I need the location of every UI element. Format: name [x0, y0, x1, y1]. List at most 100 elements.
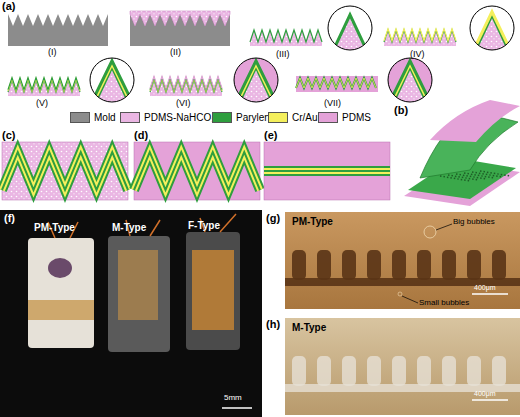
zoom-outline [328, 6, 372, 50]
legend-swatch [70, 112, 90, 123]
zoom-layer [76, 67, 149, 112]
leader-line [436, 224, 452, 230]
electrode-band [134, 152, 260, 190]
zoom-layer [372, 64, 449, 112]
pillar [417, 356, 431, 386]
scale-bar [472, 399, 508, 401]
wavy-layer [296, 78, 376, 88]
legend-swatch [268, 112, 288, 123]
pillar [492, 250, 506, 280]
pillar [442, 250, 456, 280]
panel-label: (VI) [176, 99, 191, 109]
electrode-band [264, 168, 390, 174]
coating-layer [8, 78, 80, 90]
panel-label: PM-Type [34, 222, 75, 233]
legend-swatch [120, 112, 140, 123]
pyramid-strip [250, 30, 322, 46]
pillar [467, 356, 481, 386]
zoom-outline [90, 58, 134, 102]
pyramid-core [334, 15, 367, 50]
pyramid-dots [480, 171, 510, 176]
leader-line [402, 296, 418, 303]
panel-label: (g) [266, 212, 280, 224]
zoom-outline [388, 58, 432, 102]
panel-label: (I) [48, 48, 57, 58]
legend-item: PDMS-NaHCO₃ [120, 112, 215, 123]
electrode-band [134, 152, 260, 190]
photo-f [0, 210, 262, 417]
legend-text: PDMS [342, 112, 371, 123]
section-body [264, 142, 390, 200]
legend-text: Cr/Au [292, 112, 318, 123]
pillar [292, 356, 306, 386]
sheet-top [430, 100, 520, 142]
legend-item: PDMS [318, 112, 371, 123]
electrode-band [264, 166, 390, 176]
electrode-band [134, 152, 260, 190]
zoom-content [370, 61, 450, 112]
panel-label: (III) [276, 50, 290, 60]
micro-photo [285, 212, 520, 309]
zoom-layer [216, 61, 296, 112]
zoom-content [72, 61, 152, 112]
panel-label: 400μm [474, 390, 496, 398]
zoom-layer [74, 64, 151, 112]
legend-item: Mold [70, 112, 116, 123]
panel-label: (V) [36, 99, 48, 109]
panel-label: (d) [134, 129, 148, 141]
zoom-content [314, 15, 387, 60]
electrode-band [2, 152, 128, 190]
pillar [342, 356, 356, 386]
pillar [417, 250, 431, 280]
coating-layer [384, 29, 456, 41]
zoom-layer [72, 61, 152, 112]
pillar [292, 250, 306, 280]
mold-block [8, 14, 108, 46]
wavy-layer [296, 78, 376, 88]
device-spot [48, 258, 72, 278]
panel-label: (c) [2, 129, 15, 141]
section-body [2, 142, 128, 200]
legend-swatch [318, 112, 338, 123]
scale-bar [472, 293, 508, 295]
f-film [192, 250, 234, 330]
zoom-content [216, 61, 296, 112]
legend-item: Parylene [212, 112, 275, 123]
pillar [492, 356, 506, 386]
pillar [442, 356, 456, 386]
pm-device [28, 238, 94, 348]
pillar [467, 250, 481, 280]
bubble [424, 226, 436, 238]
panel-label: (b) [394, 104, 408, 116]
zoom-content [454, 12, 520, 60]
zoom-outline [234, 58, 278, 102]
wire [48, 214, 236, 238]
panel-label: (a) [2, 0, 15, 12]
zoom-layer [218, 64, 295, 112]
zoom-layer [220, 67, 293, 112]
f-device [186, 232, 240, 350]
pillar [317, 356, 331, 386]
bubble [398, 292, 402, 296]
tape [28, 300, 94, 320]
electrode-band [2, 152, 128, 190]
pillar [392, 356, 406, 386]
pdms-layer [296, 76, 378, 92]
panel-label: PM-Type [292, 216, 333, 227]
tape [118, 250, 158, 320]
panel-label: (f) [4, 212, 15, 224]
zoom-layer [454, 12, 520, 60]
panel-label: M-Type [292, 322, 326, 333]
pillar [342, 250, 356, 280]
section-body [134, 142, 260, 200]
scale-bar [222, 407, 252, 409]
zoom-layer [374, 67, 447, 112]
panel-label: (h) [266, 318, 280, 330]
panel-label: 5mm [224, 394, 242, 403]
legend-swatch [212, 112, 232, 123]
panel-label: (e) [264, 129, 277, 141]
panel-label: (VII) [324, 99, 341, 109]
electrode-band [264, 170, 390, 172]
